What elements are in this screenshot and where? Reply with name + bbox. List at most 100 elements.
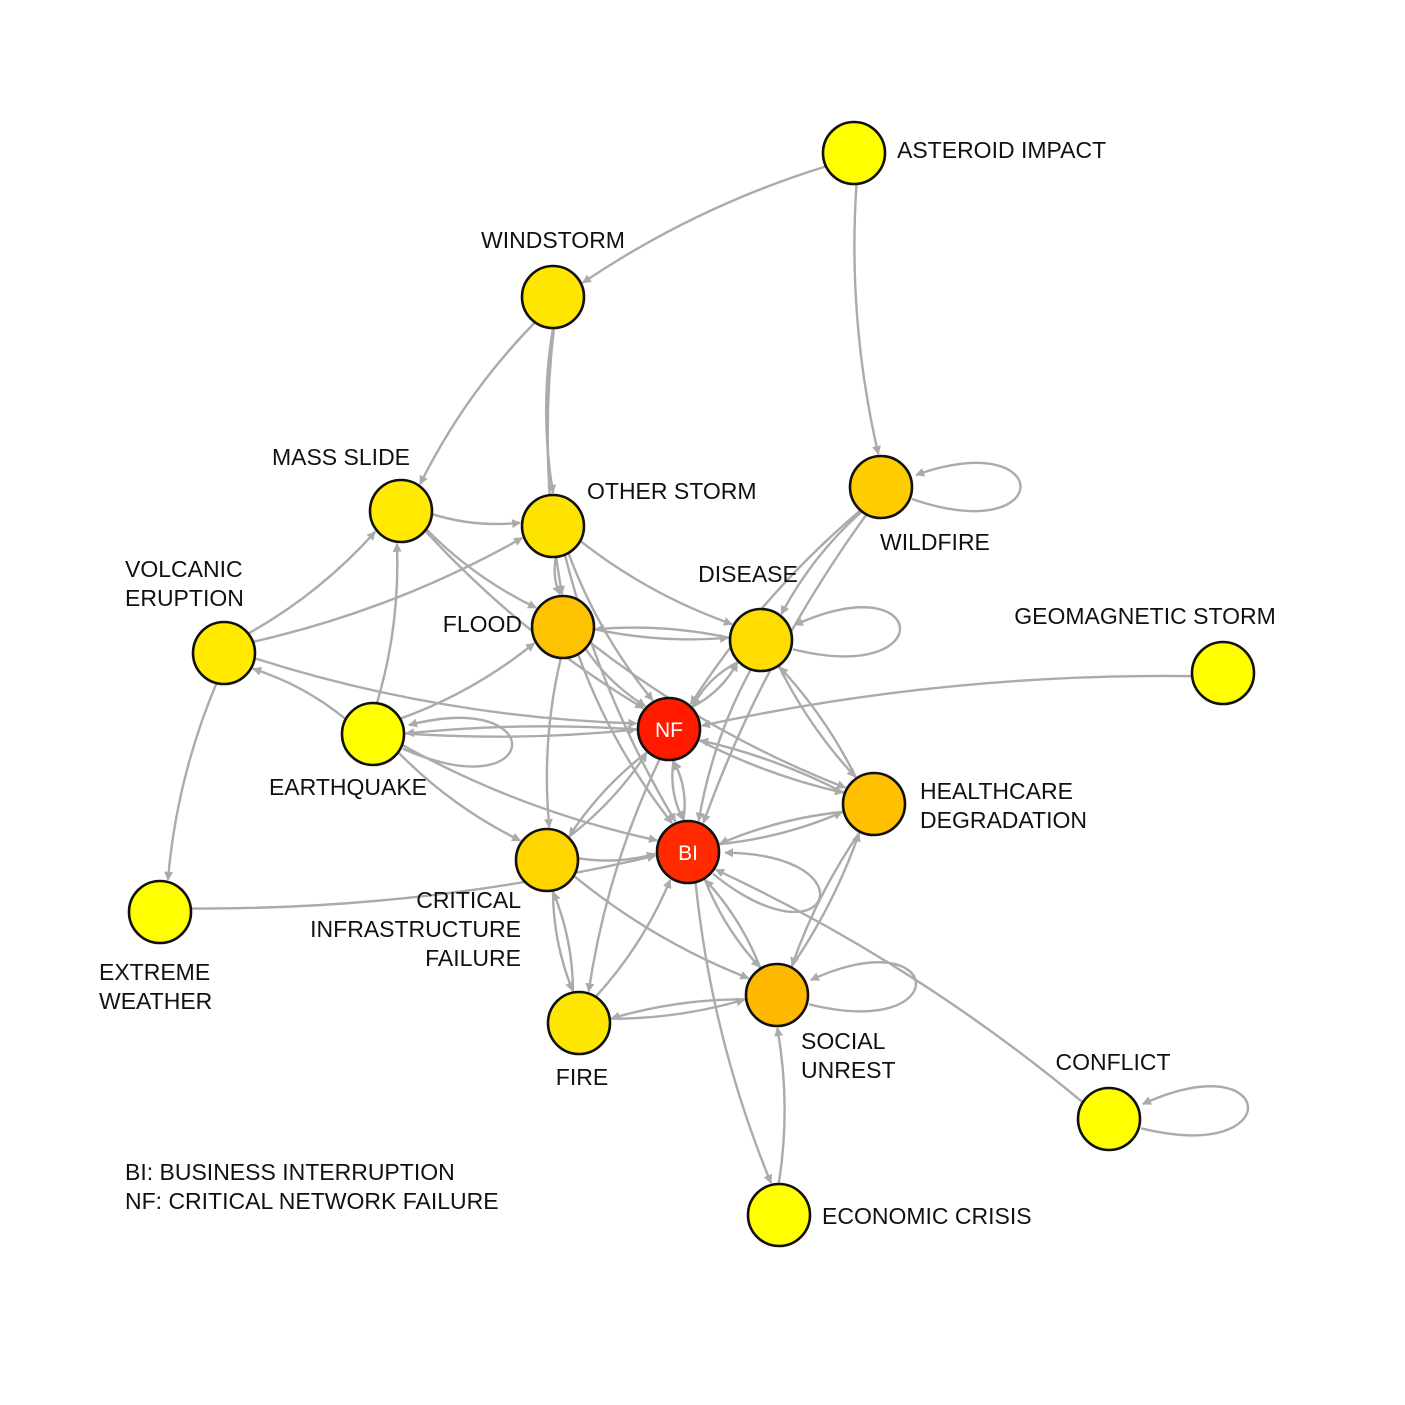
node-label-line: DISEASE bbox=[698, 561, 798, 587]
node-label-earthquake: EARTHQUAKE bbox=[269, 774, 427, 800]
node-circle-economic-crisis bbox=[746, 1182, 812, 1248]
node-label-line: INFRASTRUCTURE bbox=[310, 916, 521, 942]
edge-windstorm-to-other-storm bbox=[544, 327, 557, 494]
node-circle-bi bbox=[655, 819, 721, 885]
edge-critical-infrastructure-failure-to-fire bbox=[551, 890, 574, 992]
edge-nf-to-fire bbox=[585, 758, 662, 993]
node-label-line: GEOMAGNETIC STORM bbox=[1014, 603, 1276, 629]
node-circle-extreme-weather bbox=[127, 879, 193, 945]
node-circle-social-unrest bbox=[744, 962, 810, 1028]
edge-volcanic-eruption-to-mass-slide bbox=[247, 530, 377, 635]
node-economic-crisis: ECONOMIC CRISIS bbox=[746, 1182, 1032, 1248]
node-circle-mass-slide bbox=[368, 478, 434, 544]
edge-asteroid-impact-to-wildfire bbox=[853, 183, 881, 455]
node-extreme-weather: EXTREME WEATHER bbox=[99, 879, 212, 1014]
node-label-line: ECONOMIC CRISIS bbox=[822, 1203, 1032, 1229]
node-inner-label-nf: NF bbox=[655, 719, 683, 742]
node-circle-earthquake bbox=[340, 701, 406, 767]
edge-social-unrest-to-healthcare-degradation bbox=[790, 832, 861, 969]
node-circle-nf bbox=[636, 696, 702, 762]
edge-fire-to-critical-infrastructure-failure bbox=[552, 891, 575, 993]
edge-bi-to-economic-crisis bbox=[694, 881, 773, 1184]
edge-critical-infrastructure-failure-to-nf bbox=[567, 752, 648, 839]
edge-social-unrest-to-fire bbox=[610, 998, 747, 1021]
node-circle-volcanic-eruption bbox=[191, 620, 257, 686]
node-disease: DISEASE bbox=[698, 561, 798, 673]
edge-flood-to-critical-infrastructure-failure bbox=[544, 657, 563, 828]
node-label-line: HEALTHCARE bbox=[920, 778, 1073, 804]
edge-other-storm-to-bi bbox=[563, 554, 677, 823]
node-fire: FIRE bbox=[546, 990, 612, 1090]
node-mass-slide: MASS SLIDE bbox=[272, 444, 434, 544]
node-label-extreme-weather: EXTREME WEATHER bbox=[99, 959, 212, 1014]
node-label-line: EARTHQUAKE bbox=[269, 774, 427, 800]
legend-line-bi: BI: BUSINESS INTERRUPTION bbox=[125, 1159, 455, 1185]
edge-disease-to-bi bbox=[695, 668, 752, 822]
node-label-geomagnetic-storm: GEOMAGNETIC STORM bbox=[1014, 603, 1276, 629]
legend-line-nf: NF: CRITICAL NETWORK FAILURE bbox=[125, 1188, 499, 1214]
node-label-windstorm: WINDSTORM bbox=[481, 227, 625, 253]
edge-geomagnetic-storm-to-nf bbox=[700, 674, 1193, 729]
node-label-mass-slide: MASS SLIDE bbox=[272, 444, 410, 470]
edge-critical-infrastructure-failure-to-social-unrest bbox=[572, 874, 750, 980]
node-asteroid-impact: ASTEROID IMPACT bbox=[821, 120, 1106, 186]
node-critical-infrastructure-failure: CRITICAL INFRASTRUCTURE FAILURE bbox=[310, 827, 580, 971]
edge-healthcare-degradation-to-bi bbox=[719, 810, 845, 845]
node-nf: NF bbox=[636, 696, 702, 762]
node-label-line: CRITICAL bbox=[416, 887, 521, 913]
node-conflict: CONFLICT bbox=[1056, 1049, 1171, 1152]
edge-earthquake-to-volcanic-eruption bbox=[252, 666, 347, 721]
node-circle-fire bbox=[546, 990, 612, 1056]
node-circle-healthcare-degradation bbox=[841, 771, 907, 837]
edge-fire-to-bi bbox=[594, 878, 672, 998]
node-label-line: EXTREME bbox=[99, 959, 210, 985]
edge-volcanic-eruption-to-extreme-weather bbox=[164, 682, 218, 881]
node-inner-label-bi: BI bbox=[678, 842, 698, 865]
node-label-line: WEATHER bbox=[99, 988, 212, 1014]
edge-disease-to-healthcare-degradation bbox=[777, 664, 857, 778]
node-label-economic-crisis: ECONOMIC CRISIS bbox=[822, 1203, 1032, 1229]
edge-nf-to-bi bbox=[671, 759, 685, 821]
edge-earthquake-to-nf bbox=[403, 725, 637, 738]
node-label-asteroid-impact: ASTEROID IMPACT bbox=[897, 137, 1106, 163]
edge-asteroid-impact-to-windstorm bbox=[582, 165, 827, 284]
node-label-flood: FLOOD bbox=[443, 611, 522, 637]
edge-flood-to-nf bbox=[584, 647, 646, 708]
edge-nf-to-disease bbox=[690, 662, 739, 709]
node-label-line: MASS SLIDE bbox=[272, 444, 410, 470]
node-label-wildfire: WILDFIRE bbox=[880, 529, 990, 555]
edge-fire-to-social-unrest bbox=[609, 997, 746, 1020]
node-circle-disease bbox=[728, 607, 794, 673]
node-label-conflict: CONFLICT bbox=[1056, 1049, 1171, 1075]
node-label-line: FAILURE bbox=[425, 945, 521, 971]
node-flood: FLOOD bbox=[443, 594, 596, 660]
edge-mass-slide-to-other-storm bbox=[431, 512, 522, 529]
node-other-storm: OTHER STORM bbox=[520, 478, 757, 559]
edge-social-unrest-to-social-unrest bbox=[808, 961, 918, 1013]
node-label-line: WILDFIRE bbox=[880, 529, 990, 555]
edge-earthquake-to-earthquake bbox=[402, 716, 514, 768]
edge-mass-slide-to-flood bbox=[425, 528, 537, 609]
edge-windstorm-to-mass-slide bbox=[419, 321, 536, 485]
node-windstorm: WINDSTORM bbox=[481, 227, 625, 330]
node-circle-other-storm bbox=[520, 493, 586, 559]
node-circle-geomagnetic-storm bbox=[1190, 640, 1256, 706]
edge-earthquake-to-critical-infrastructure-failure bbox=[397, 751, 522, 842]
node-label-line: FIRE bbox=[556, 1064, 608, 1090]
node-label-other-storm: OTHER STORM bbox=[587, 478, 757, 504]
edge-mass-slide-to-nf bbox=[424, 529, 645, 710]
edge-other-storm-to-flood bbox=[552, 556, 561, 595]
node-label-line: OTHER STORM bbox=[587, 478, 757, 504]
edge-healthcare-degradation-to-social-unrest bbox=[790, 830, 861, 967]
nodes-layer: ASTEROID IMPACT WINDSTORM MASS SLIDE OTHER … bbox=[99, 120, 1276, 1248]
edge-healthcare-degradation-to-nf bbox=[699, 737, 846, 795]
edge-disease-to-flood bbox=[595, 624, 731, 640]
node-circle-critical-infrastructure-failure bbox=[514, 827, 580, 893]
edge-bi-to-bi bbox=[712, 848, 822, 914]
node-label-critical-infrastructure-failure: CRITICAL INFRASTRUCTURE FAILURE bbox=[310, 887, 521, 971]
node-label-line: ERUPTION bbox=[125, 585, 244, 611]
